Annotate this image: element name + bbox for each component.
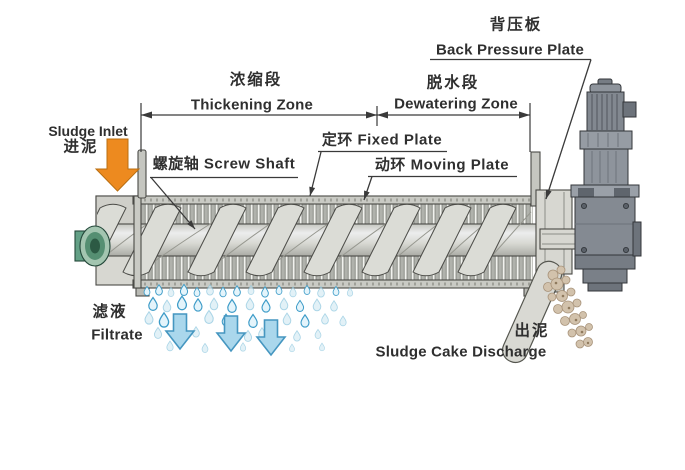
gear-motor	[570, 78, 642, 292]
filtrate-label-zh: 滤液	[92, 303, 128, 321]
dewatering-zone-label-zh: 脱水段	[426, 74, 480, 92]
sludge-inlet-arrow-icon	[94, 138, 141, 192]
machine-body	[74, 78, 642, 364]
inlet-post	[137, 149, 147, 199]
leader-screw-shaft	[150, 176, 298, 230]
leader-back-pressure-plate	[430, 58, 592, 200]
sludge-discharge-label-zh: 出泥	[514, 322, 550, 340]
filtrate-label-en: Filtrate	[91, 326, 143, 344]
front-bearing	[74, 225, 111, 267]
filtrate-droplets	[143, 283, 354, 357]
sludge-inlet-label-zh: 进泥	[63, 138, 99, 156]
screw-auger	[97, 203, 544, 277]
fixed-plate-label: 定环 Fixed Plate	[321, 131, 443, 149]
back-pressure-plate-label-zh: 背压板	[489, 16, 543, 34]
dewatering-zone-label-en: Dewatering Zone	[394, 95, 518, 113]
output-shaft	[539, 228, 579, 250]
thickening-zone-label-en: Thickening Zone	[190, 96, 314, 114]
moving-plate-label: 动环 Moving Plate	[374, 156, 510, 174]
screw-shaft-label: 螺旋轴 Screw Shaft	[152, 155, 296, 173]
motor-body	[586, 91, 625, 133]
sludge-cake-clumps	[543, 265, 593, 349]
thickening-zone-label-zh: 浓缩段	[229, 71, 283, 89]
filtrate-arrow-icon	[164, 313, 196, 351]
reducer-stage-1	[579, 130, 633, 150]
filtrate-arrow-icon	[255, 319, 287, 357]
sludge-discharge-label-en: Sludge Cake Discharge	[375, 343, 547, 361]
back-pressure-plate-label-en: Back Pressure Plate	[435, 41, 585, 59]
filtrate-arrow-icon	[215, 315, 247, 353]
sludge-inlet-label-en: Sludge Inlet	[48, 123, 128, 139]
dimension-dewatering-zone	[377, 103, 531, 152]
motor-junction-box	[622, 101, 637, 118]
leader-moving-plate	[363, 175, 517, 201]
gearbox-housing	[570, 184, 642, 292]
dimension-thickening-zone	[140, 103, 378, 152]
screw-flights	[97, 203, 517, 277]
left-frame-post	[133, 195, 142, 289]
leader-fixed-plate	[309, 150, 447, 197]
frame-rails	[132, 195, 546, 297]
reducer-stage-2	[583, 148, 629, 186]
